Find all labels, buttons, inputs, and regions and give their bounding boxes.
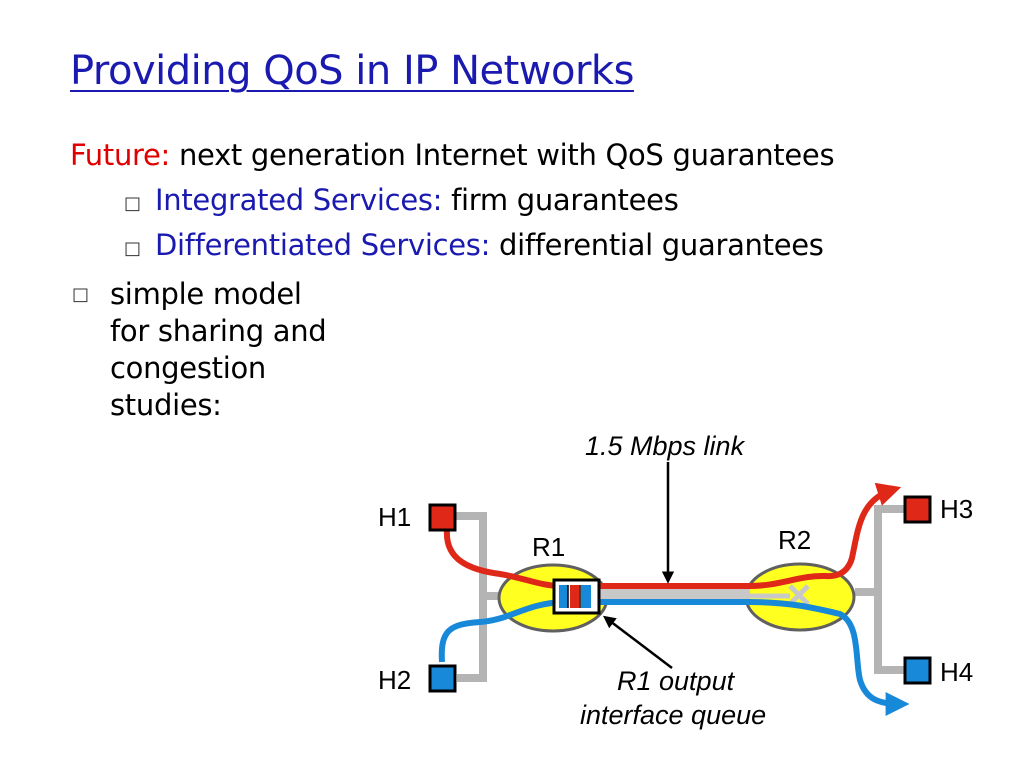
host-h3	[903, 495, 932, 524]
host-h2	[428, 664, 457, 693]
future-text: next generation Internet with QoS guaran…	[178, 138, 835, 172]
host-h1-label: H1	[378, 502, 411, 532]
simple-model-line: for sharing and	[110, 314, 327, 348]
red-flow-path	[443, 482, 902, 589]
host-h1	[428, 503, 457, 532]
differentiated-text: differential guarantees	[498, 228, 824, 262]
host-h2-label: H2	[378, 665, 411, 695]
simple-model-text: simple model for sharing and congestion …	[110, 276, 327, 424]
future-label: Future:	[70, 138, 171, 172]
bullet-glyph: □	[124, 193, 142, 214]
blue-flow-path	[438, 599, 910, 716]
r2-switch-mark	[750, 584, 810, 606]
host-h3-label: H3	[940, 494, 973, 524]
host-h4-label: H4	[940, 657, 973, 687]
integrated-text: firm guarantees	[451, 183, 679, 217]
future-line: Future: next generation Internet with Qo…	[70, 138, 835, 172]
link-label: 1.5 Mbps link	[585, 431, 746, 461]
bullet-integrated: Integrated Services: firm guarantees	[155, 183, 679, 217]
r1-output-queue	[552, 578, 601, 615]
router-r2-label: R2	[778, 525, 811, 555]
queue-label-line2: interface queue	[580, 700, 766, 730]
bullet-glyph: □	[124, 238, 142, 259]
simple-model-line: congestion	[110, 351, 266, 385]
bullet-differentiated: Differentiated Services: differential gu…	[155, 228, 824, 262]
right-wiring	[855, 505, 905, 674]
router-r1-label: R1	[532, 532, 565, 562]
simple-model-line: simple model	[110, 277, 302, 311]
queue-label-line1: R1 output	[617, 666, 736, 696]
slide-title: Providing QoS in IP Networks	[70, 48, 634, 94]
differentiated-label: Differentiated Services:	[155, 228, 491, 262]
integrated-label: Integrated Services:	[155, 183, 443, 217]
queue-label-arrow	[603, 615, 673, 669]
simple-model-line: studies:	[110, 388, 222, 422]
bullet-glyph: □	[72, 284, 90, 305]
host-h4	[903, 656, 932, 685]
